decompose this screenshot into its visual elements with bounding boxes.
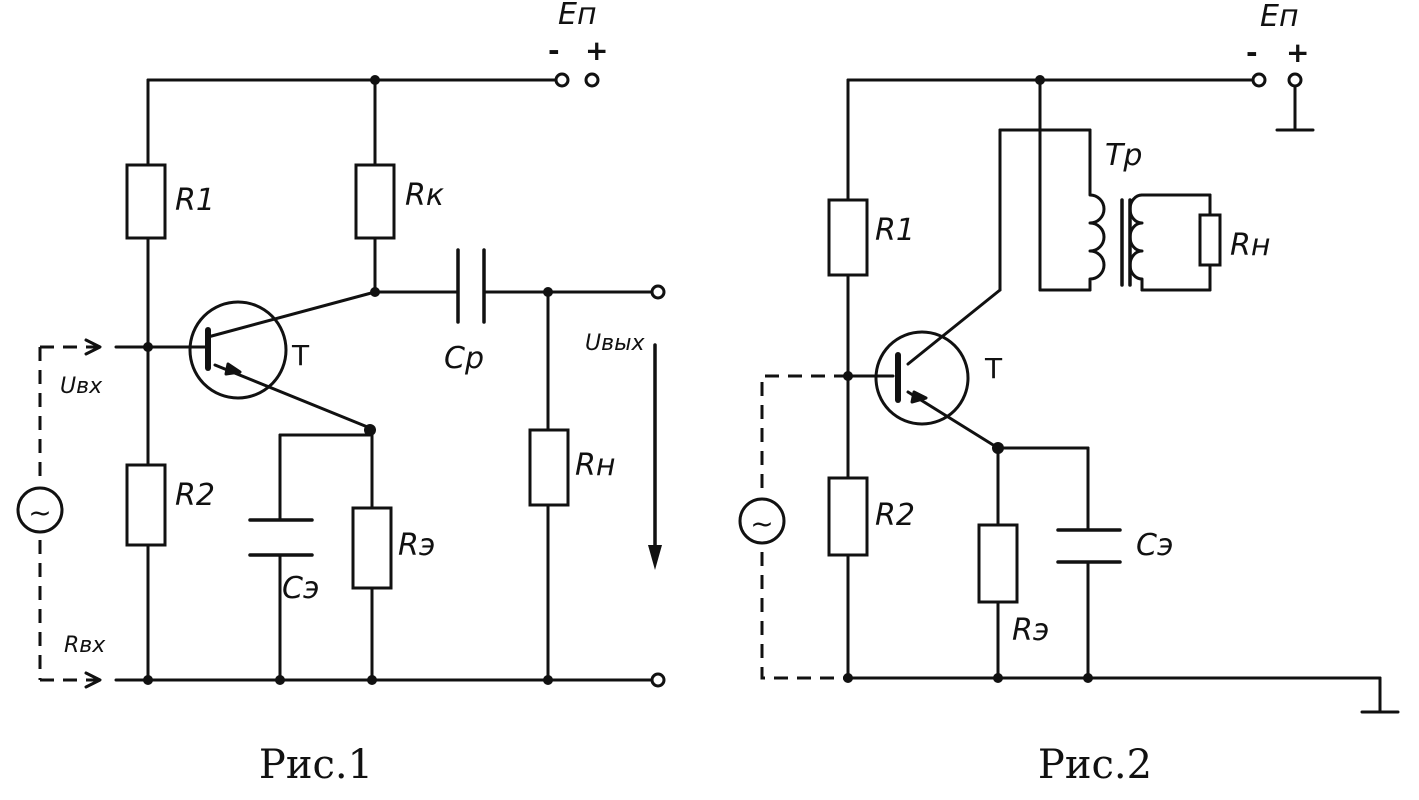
fig1-resistor-rn: [528, 428, 570, 507]
fig1-label-r-in: Rвх: [64, 633, 106, 658]
fig1-label-r2: R2: [175, 478, 215, 513]
fig1-junctions: [143, 75, 553, 685]
fig1-wires: [114, 78, 657, 682]
fig2-label-ce: Cэ: [1136, 528, 1173, 563]
fig1-resistor-re: [351, 506, 393, 590]
fig2-wires: [846, 78, 1400, 714]
figure-2: ~: [738, 0, 1400, 788]
fig2-resistor-r1: [827, 198, 869, 277]
fig1-label-u-out: Uвых: [585, 331, 645, 356]
svg-text:~: ~: [28, 496, 51, 529]
fig2-label-r2: R2: [875, 498, 915, 533]
fig2-supply-plus: +: [1286, 36, 1309, 69]
fig2-label-transistor: T: [984, 352, 1003, 385]
fig1-label-re: Rэ: [398, 528, 435, 563]
fig2-input-dashed: [760, 374, 848, 680]
fig2-supply-label: Eп: [1260, 0, 1299, 34]
fig2-label-re: Rэ: [1012, 613, 1049, 648]
fig2-label-transformer: Tр: [1105, 138, 1142, 173]
fig2-transformer: [1088, 128, 1144, 292]
fig2-caption: Рис.2: [1038, 742, 1152, 788]
fig2-capacitor-ce: [1056, 528, 1122, 564]
svg-text:~: ~: [750, 507, 773, 540]
fig1-terminals: [554, 72, 666, 688]
fig1-supply-minus: -: [548, 34, 560, 67]
fig2-transistor: [874, 330, 970, 426]
fig2-supply-minus: -: [1246, 36, 1258, 69]
fig2-label-r1: R1: [875, 213, 915, 248]
fig2-terminals: [1251, 72, 1303, 88]
fig1-label-ce: Cэ: [282, 571, 319, 606]
fig1-label-transistor: T: [291, 339, 310, 372]
fig1-resistor-r1: [125, 163, 167, 240]
figure-1: ~: [16, 0, 666, 788]
fig2-resistor-re: [977, 523, 1019, 604]
fig1-caption: Рис.1: [259, 742, 373, 788]
fig1-input-dashed: [38, 338, 102, 689]
fig1-capacitor-ce: [248, 518, 314, 557]
fig2-junctions: [843, 75, 1093, 683]
fig1-label-rk: Rк: [405, 178, 444, 213]
fig2-resistor-r2: [827, 476, 869, 557]
fig1-transistor: [188, 300, 288, 400]
fig2-resistor-rn: [1198, 213, 1222, 267]
fig1-supply-label: Eп: [558, 0, 597, 32]
fig1-label-cp: Cр: [444, 341, 484, 376]
fig1-label-r1: R1: [175, 183, 215, 218]
fig2-ac-source: ~: [738, 497, 786, 545]
fig1-output-arrow: [648, 343, 662, 570]
fig1-resistor-r2: [125, 463, 167, 547]
fig1-label-u-in: Uвх: [60, 374, 103, 399]
fig1-supply-plus: +: [585, 34, 608, 67]
fig1-ac-source: ~: [16, 486, 64, 534]
fig1-resistor-rk: [354, 163, 396, 240]
fig1-label-rn: Rн: [575, 448, 615, 483]
fig1-capacitor-cp: [456, 248, 486, 324]
fig2-label-rn: Rн: [1230, 228, 1270, 263]
